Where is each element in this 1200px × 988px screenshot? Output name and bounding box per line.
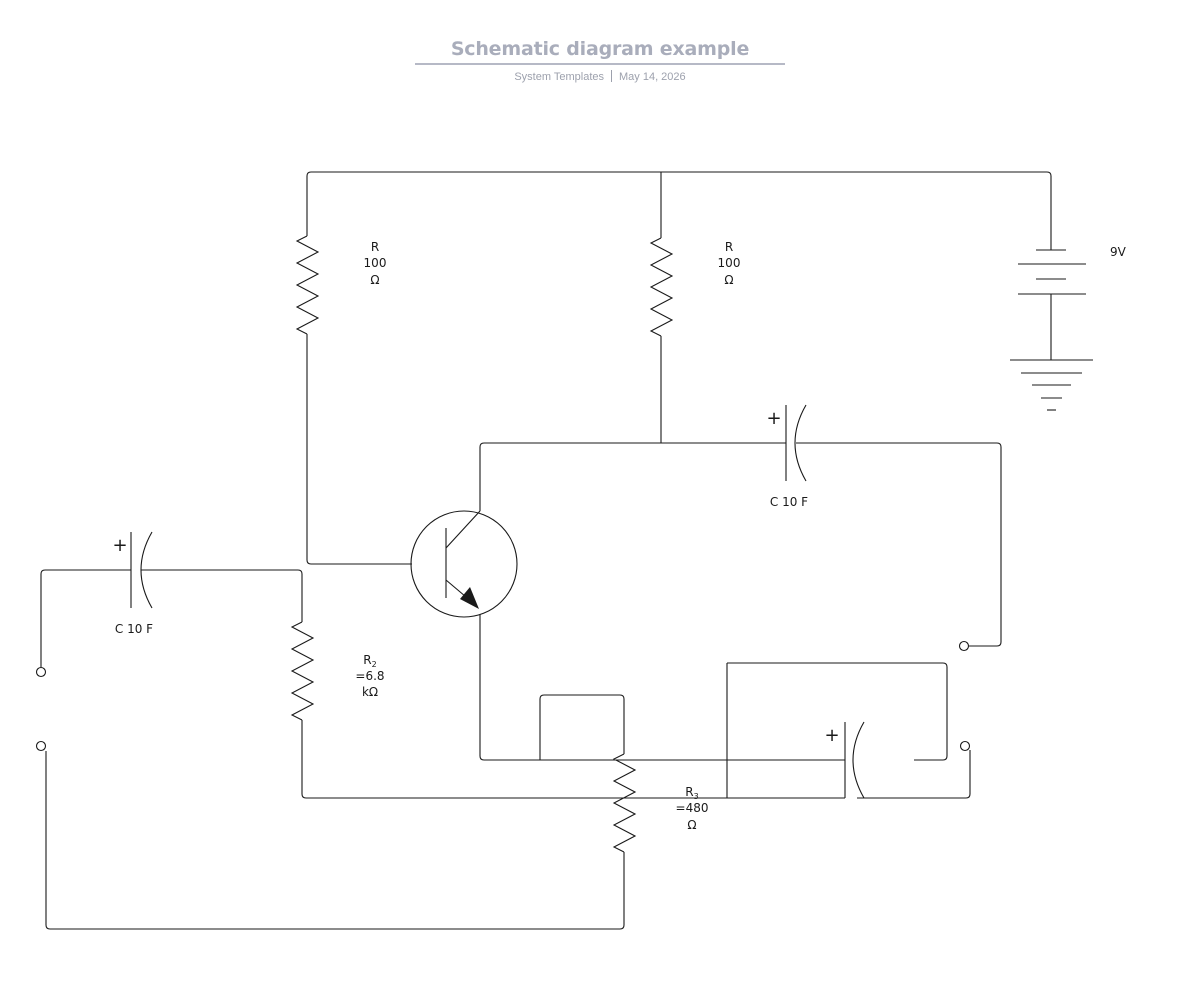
wire-emitter [479, 614, 845, 761]
date-label: May 14, 2026 [619, 71, 686, 83]
resistor-r2[interactable]: R2 =6.8 kΩ [290, 621, 385, 770]
wire-ground-bus [301, 662, 971, 799]
c-top-polarity: + [766, 408, 781, 429]
page-title: Schematic diagram example [414, 38, 786, 65]
r3-value: =480 [676, 801, 709, 815]
r-mid-name: R [725, 240, 733, 254]
wire-top-rail [306, 171, 1052, 250]
r2-unit: kΩ [362, 685, 378, 699]
capacitor-c-top[interactable]: + C 10 F [766, 404, 808, 509]
r2-label: R2 [363, 653, 376, 669]
r-left-value: 100 [364, 256, 387, 270]
capacitor-c-right[interactable]: + [824, 721, 865, 799]
capacitor-c-left[interactable]: + C 10 F [112, 531, 153, 636]
r3-label: R3 [685, 785, 698, 801]
wire-base [306, 380, 412, 565]
r-mid-value: 100 [718, 256, 741, 270]
diagram-header: Schematic diagram example System Templat… [0, 38, 1200, 83]
wire-collector [479, 442, 1002, 652]
meta-separator [611, 70, 612, 82]
r3-name: R [685, 785, 693, 799]
resistor-r3[interactable]: R3 =480 Ω [612, 753, 709, 890]
battery-label: 9V [1110, 245, 1127, 259]
r-left-unit: Ω [370, 273, 379, 287]
wire-return [35, 740, 625, 930]
r-mid-unit: Ω [724, 273, 733, 287]
resistor-r-mid[interactable]: R 100 Ω [649, 237, 741, 443]
battery-9v[interactable]: 9V [1018, 245, 1127, 360]
r2-value: =6.8 [355, 669, 384, 683]
wire-input [35, 569, 303, 678]
r3-unit: Ω [687, 818, 696, 832]
c-right-polarity: + [824, 725, 839, 746]
c-left-label: C 10 F [115, 622, 153, 636]
c-top-label: C 10 F [770, 495, 808, 509]
r2-sub: 2 [372, 660, 377, 669]
resistor-r-left[interactable]: R 100 Ω [295, 235, 387, 380]
r2-name: R [363, 653, 371, 667]
r-left-name: R [371, 240, 379, 254]
ground-symbol [1010, 359, 1093, 411]
transistor-npn[interactable] [410, 510, 518, 618]
r3-sub: 3 [694, 792, 699, 801]
owner-label: System Templates [514, 71, 604, 83]
c-left-polarity: + [112, 535, 127, 556]
document-meta: System Templates May 14, 2026 [0, 70, 1200, 83]
